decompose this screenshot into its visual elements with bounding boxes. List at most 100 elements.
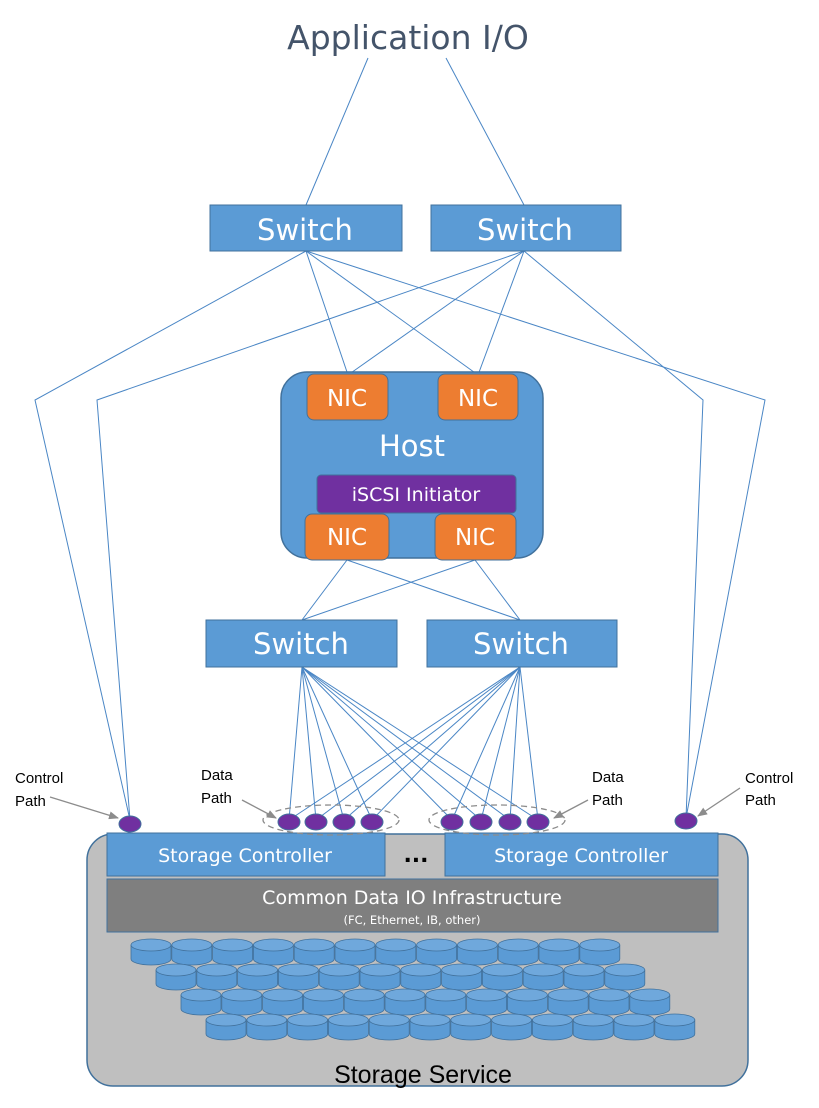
disk-icon — [318, 963, 360, 991]
annotation-text: Data — [592, 769, 624, 786]
annotation-text: Control — [15, 770, 63, 787]
common-infrastructure: Common Data IO Infrastructure (FC, Ether… — [106, 878, 719, 933]
data-path-dot — [277, 813, 301, 831]
disk-icon — [481, 963, 523, 991]
bottom-switch-left-label: Switch — [253, 627, 349, 661]
storage-controller-left-label: Storage Controller — [158, 845, 332, 867]
disk-icon — [155, 963, 197, 991]
disk-icon — [384, 988, 426, 1016]
host-nic-bottom-left-label: NIC — [327, 525, 367, 551]
disk-icon — [604, 963, 646, 991]
storage-service-label: Storage Service — [334, 1061, 512, 1089]
disk-icon — [456, 938, 498, 966]
annotation-text: Data — [201, 767, 233, 784]
disk-icon — [450, 1013, 492, 1041]
bottom-switch-left: Switch — [205, 619, 398, 668]
host-nic-top-right-label: NIC — [458, 386, 498, 412]
disk-icon — [221, 988, 263, 1016]
controller-ellipsis: ... — [403, 843, 428, 868]
annotation-text: Path — [15, 793, 46, 810]
host-nic-top-left-label: NIC — [327, 386, 367, 412]
disk-icon — [613, 1013, 655, 1041]
disk-array — [130, 938, 696, 1041]
iscsi-initiator: iSCSI Initiator — [316, 474, 517, 514]
control-path-dot-left — [118, 815, 142, 833]
storage-controller-left: Storage Controller — [106, 832, 386, 877]
host-nic-bottom-right: NIC — [434, 513, 517, 561]
storage-controller-right-label: Storage Controller — [494, 845, 668, 867]
host-nic-bottom-right-label: NIC — [455, 525, 495, 551]
disk-icon — [237, 963, 279, 991]
disk-icon — [196, 963, 238, 991]
annotation-left-control: Control Path — [15, 770, 63, 810]
disk-icon — [277, 963, 319, 991]
disk-icon — [441, 963, 483, 991]
annotation-right-control: Control Path — [745, 770, 793, 809]
disk-icon — [293, 938, 335, 966]
infrastructure-sublabel: (FC, Ethernet, IB, other) — [343, 913, 480, 927]
disk-icon — [375, 938, 417, 966]
disk-icon — [572, 1013, 614, 1041]
disk-icon — [212, 938, 254, 966]
disk-icon — [368, 1013, 410, 1041]
connection-lines — [34, 57, 766, 821]
data-path-dot — [498, 813, 522, 831]
top-switch-left-label: Switch — [257, 213, 353, 247]
control-path-dot-right — [674, 812, 698, 830]
annotation-text: Control — [745, 770, 793, 787]
disk-icon — [588, 988, 630, 1016]
data-path-dot — [304, 813, 328, 831]
host-label: Host — [379, 429, 445, 463]
disk-icon — [130, 938, 172, 966]
data-path-dot — [526, 813, 550, 831]
disk-icon — [327, 1013, 369, 1041]
disk-icon — [334, 938, 376, 966]
disk-icon — [425, 988, 467, 1016]
annotation-arrows — [49, 787, 741, 820]
diagram-title: Application I/O — [287, 18, 529, 57]
disk-icon — [302, 988, 344, 1016]
storage-controller-right: Storage Controller — [444, 832, 719, 877]
top-switch-right: Switch — [430, 204, 622, 252]
annotation-text: Path — [592, 792, 623, 809]
infrastructure-label: Common Data IO Infrastructure — [262, 887, 562, 909]
annotation-left-data: Data Path — [201, 767, 233, 807]
disk-icon — [343, 988, 385, 1016]
path-dots — [118, 812, 698, 833]
disk-icon — [409, 1013, 451, 1041]
host-nic-top-left: NIC — [306, 373, 389, 421]
disk-icon — [629, 988, 671, 1016]
data-path-dot — [332, 813, 356, 831]
disk-icon — [466, 988, 508, 1016]
disk-icon — [262, 988, 304, 1016]
disk-icon — [532, 1013, 573, 1041]
disk-icon — [497, 938, 539, 966]
disk-icon — [522, 963, 564, 991]
iscsi-initiator-label: iSCSI Initiator — [352, 484, 481, 506]
disk-icon — [252, 938, 294, 966]
disk-icon — [416, 938, 458, 966]
disk-icon — [579, 938, 621, 966]
host: NIC NIC Host iSCSI Initiator NIC NIC — [280, 371, 544, 561]
disk-icon — [400, 963, 442, 991]
data-path-dot — [469, 813, 493, 831]
disk-icon — [654, 1013, 696, 1041]
host-nic-bottom-left: NIC — [304, 513, 390, 561]
annotation-right-data: Data Path — [592, 769, 624, 809]
annotation-text: Path — [201, 790, 232, 807]
host-nic-top-right: NIC — [437, 373, 519, 421]
disk-icon — [180, 988, 222, 1016]
disk-icon — [359, 963, 401, 991]
disk-icon — [538, 938, 580, 966]
disk-icon — [491, 1013, 533, 1041]
top-switch-right-label: Switch — [477, 213, 573, 247]
disk-icon — [507, 988, 548, 1016]
bottom-switch-right: Switch — [426, 619, 618, 668]
disk-icon — [171, 938, 213, 966]
top-switch-left: Switch — [209, 204, 403, 252]
disk-icon — [563, 963, 605, 991]
bottom-switch-right-label: Switch — [473, 627, 569, 661]
data-path-dot — [440, 813, 464, 831]
annotation-text: Path — [745, 792, 776, 809]
